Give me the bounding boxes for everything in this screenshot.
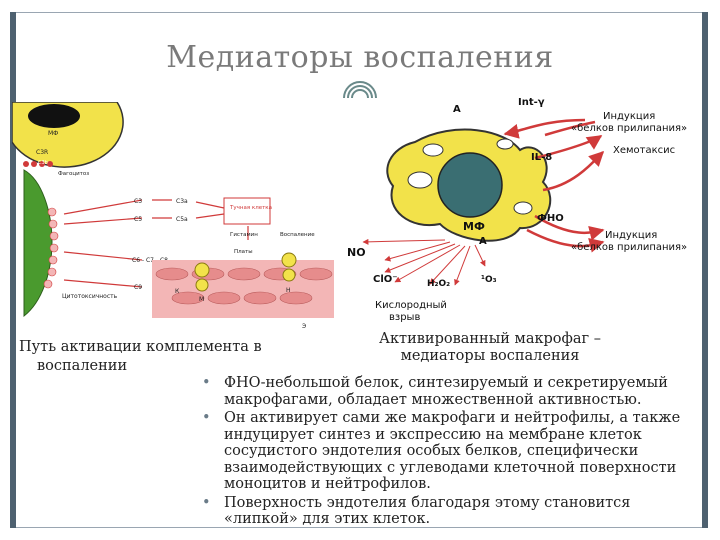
h2o2-label: H₂O₂ bbox=[427, 279, 450, 289]
c5a-label: C5a bbox=[176, 216, 188, 223]
slide-title: Медиаторы воспаления bbox=[166, 40, 554, 75]
m-label: М bbox=[199, 296, 204, 303]
left-caption-line1: Путь активации комплемента в bbox=[19, 339, 262, 355]
k-label: К bbox=[175, 288, 180, 295]
bullet-item: Поверхность эндотелия благодаря этому ст… bbox=[196, 495, 696, 528]
complement-pathway-figure: МФ C3R C3b Фагоцитоз C3 C3a C5 C5a Тучна… bbox=[12, 102, 334, 330]
bullet-list: ФНО-небольшой белок, синтезируемый и сек… bbox=[196, 375, 696, 530]
oxygen-burst-line2-label: взрыв bbox=[389, 312, 420, 323]
induction-1-line2-label: «белков прилипания» bbox=[571, 123, 687, 134]
n-label: Н bbox=[286, 287, 291, 294]
right-frame-bar bbox=[702, 12, 708, 528]
c5-label: C5 bbox=[134, 216, 142, 223]
left-mf-label: МФ bbox=[48, 130, 58, 137]
right-caption-line1: Активированный макрофаг – bbox=[379, 331, 601, 347]
chemotaxis-label: Хемотаксис bbox=[613, 145, 675, 156]
mf-label: МФ bbox=[463, 220, 485, 233]
c3r-label: C3R bbox=[36, 149, 48, 156]
c3-label: C3 bbox=[134, 198, 142, 205]
bacterium-shape bbox=[23, 169, 53, 318]
mast-cell-label: Тучная клетка bbox=[229, 205, 272, 211]
macrophage-nucleus-shape bbox=[28, 104, 80, 128]
right-figure-caption: Активированный макрофаг – медиаторы восп… bbox=[360, 331, 620, 365]
right-caption-line2: медиаторы воспаления bbox=[400, 348, 580, 364]
o3-label: ¹O₃ bbox=[481, 275, 497, 285]
a-top-label: A bbox=[453, 104, 461, 115]
a-mid-label: A bbox=[479, 236, 487, 247]
c9-label: C9 bbox=[134, 284, 142, 291]
oxygen-burst-line1-label: Кислородный bbox=[375, 300, 447, 311]
c3a-label: C3a bbox=[176, 198, 188, 205]
bullet-item: ФНО-небольшой белок, синтезируемый и сек… bbox=[196, 375, 696, 408]
bullet-item: Он активирует сами же макрофаги и нейтро… bbox=[196, 410, 696, 493]
decorative-arc-icon bbox=[343, 81, 377, 99]
induction-2-line1-label: Индукция bbox=[605, 230, 657, 241]
il8-label: IL-8 bbox=[531, 152, 552, 163]
macrophage-nucleus-shape bbox=[437, 152, 503, 218]
activated-macrophage-figure: МФ A Int-γ Индукция «белков прилипания» … bbox=[347, 97, 687, 323]
clo-label: ClO⁻ bbox=[373, 274, 398, 285]
int-gamma-label: Int-γ bbox=[518, 97, 545, 108]
e-label: Э bbox=[302, 323, 306, 330]
left-figure-caption: Путь активации комплемента в воспалении bbox=[19, 338, 279, 376]
c3b-label: C3b bbox=[38, 160, 48, 166]
left-caption-line2: воспалении bbox=[37, 358, 128, 374]
histamine-label: Гистамин bbox=[230, 232, 258, 238]
no-label: NO bbox=[347, 246, 366, 259]
tnf-label: ФНО bbox=[537, 213, 564, 224]
c6-c7-c8-label: C6 - C7 - C8 bbox=[132, 257, 168, 264]
induction-1-line1-label: Индукция bbox=[603, 111, 655, 122]
platelets-label: Платы bbox=[234, 249, 253, 255]
induction-2-line2-label: «белков прилипания» bbox=[571, 242, 687, 253]
phagocytosis-label: Фагоцитоз bbox=[58, 171, 89, 177]
left-frame-bar bbox=[10, 12, 16, 528]
cytotoxicity-label: Цитотоксичность bbox=[62, 293, 118, 300]
inflammation-label: Воспаление bbox=[280, 232, 315, 238]
